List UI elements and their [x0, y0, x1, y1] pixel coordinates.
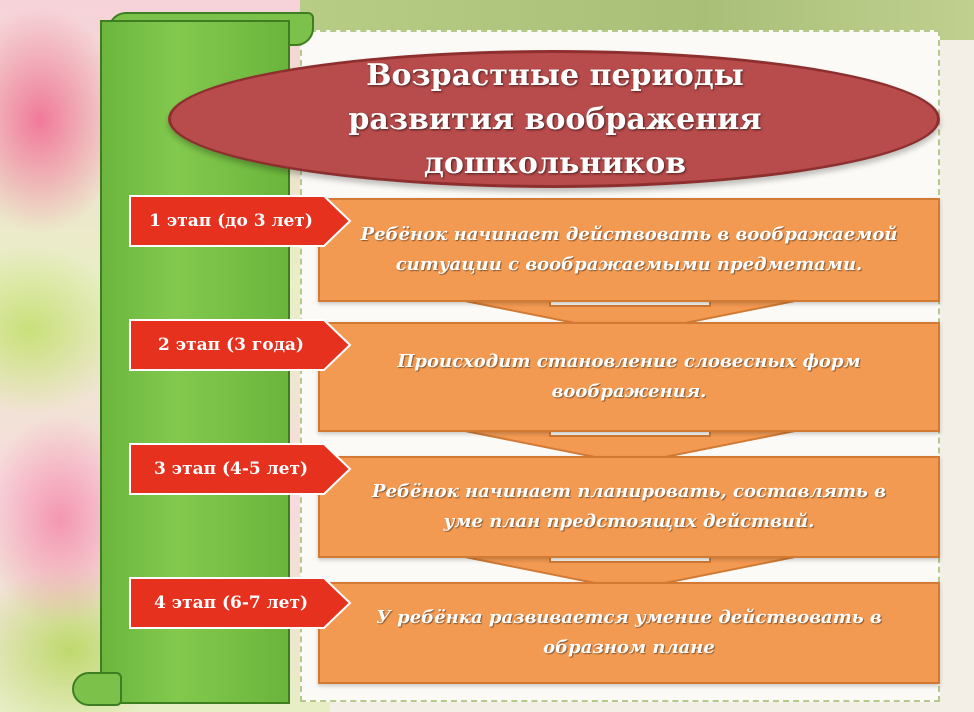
stage-1-label: 1 этап (до 3 лет) — [149, 211, 313, 231]
stage-1-description: Ребёнок начинает действовать в воображае… — [318, 198, 940, 302]
stage-3-label: 3 этап (4-5 лет) — [153, 459, 309, 479]
stage-2-label: 2 этап (3 года) — [158, 335, 304, 355]
stage-4-arrow: 4 этап (6-7 лет) — [128, 576, 354, 630]
stage-3-arrow: 3 этап (4-5 лет) — [128, 442, 354, 496]
title-oval — [168, 50, 940, 188]
stage-2-description: Происходит становление словесных форм во… — [318, 322, 940, 432]
diagram-title: Возрастные периоды развития воображения … — [348, 58, 762, 181]
stage-4-label: 4 этап (6-7 лет) — [153, 593, 309, 613]
stage-2-arrow: 2 этап (3 года) — [128, 318, 354, 372]
scroll-bottom-curl — [72, 672, 122, 706]
stage-3-description: Ребёнок начинает планировать, составлять… — [318, 456, 940, 558]
stage-4-description: У ребёнка развивается умение действовать… — [318, 582, 940, 684]
stage-1-arrow: 1 этап (до 3 лет) — [128, 194, 354, 248]
